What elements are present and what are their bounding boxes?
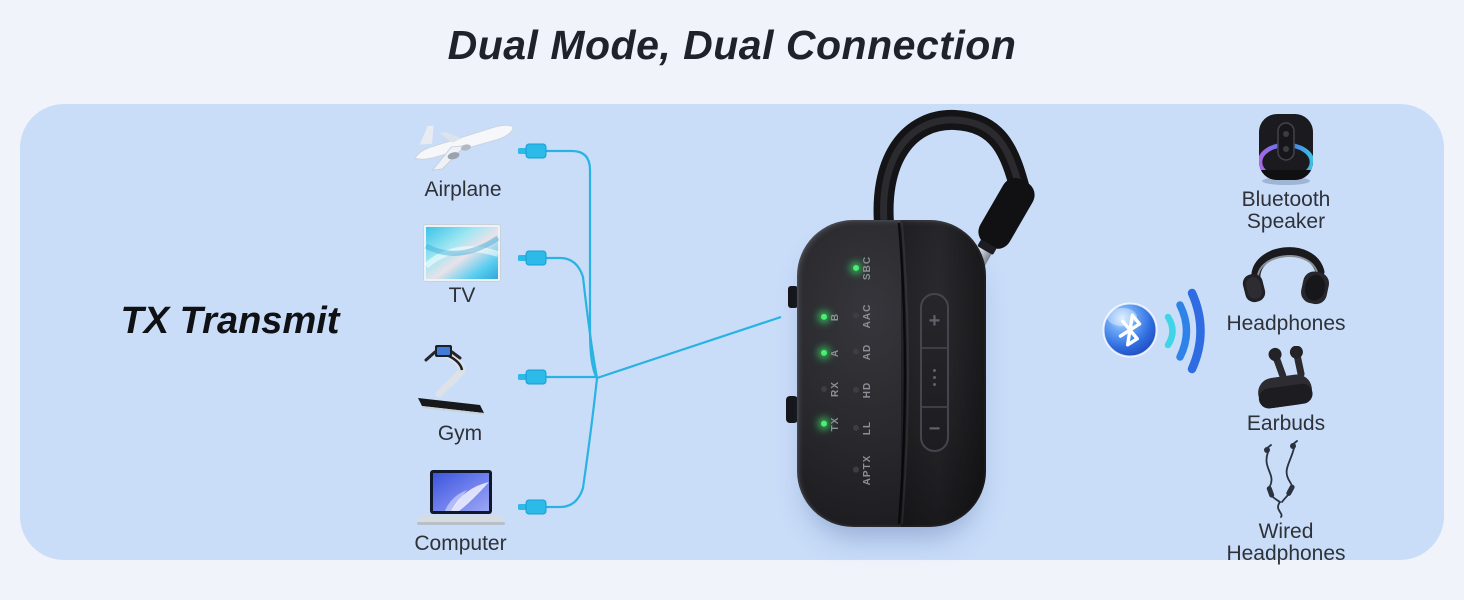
source-label-computer: Computer bbox=[414, 532, 507, 555]
jack-plug-icon-airplane bbox=[518, 143, 547, 159]
wired-headphones-image bbox=[1264, 440, 1298, 518]
bluetooth-transmitter-device: B A RX TX SBC AAC AD HD bbox=[797, 220, 986, 527]
multifunction-button bbox=[922, 347, 947, 408]
jack-plug-icon-computer bbox=[518, 499, 547, 515]
led-channel-b: B bbox=[821, 313, 841, 321]
line-computer-to-hub bbox=[541, 377, 599, 509]
device-aux-port bbox=[786, 396, 798, 423]
sink-earbuds: Earbuds bbox=[1224, 346, 1348, 435]
source-computer: Computer bbox=[393, 468, 528, 555]
led-codec-ad: AD bbox=[853, 344, 873, 360]
sink-headphones: Headphones bbox=[1224, 236, 1348, 335]
tv-image bbox=[423, 224, 501, 282]
bluetooth-rune-icon bbox=[1118, 313, 1142, 347]
tx-transmit-label: TX Transmit bbox=[120, 300, 340, 342]
multifunction-dots-icon bbox=[933, 369, 936, 386]
jack-plug-icon-gym bbox=[518, 369, 547, 385]
sink-label-wired-headphones: Wired Headphones bbox=[1226, 520, 1346, 566]
led-dot bbox=[853, 312, 859, 319]
led-dot bbox=[853, 265, 859, 271]
sink-label-bluetooth-speaker: Bluetooth Speaker bbox=[1241, 188, 1331, 234]
device-side-button bbox=[788, 286, 798, 308]
led-dot bbox=[853, 348, 859, 355]
led-dot bbox=[821, 421, 827, 427]
plus-icon: + bbox=[928, 309, 941, 332]
led-mode-tx: TX bbox=[821, 417, 841, 431]
led-codec-sbc: SBC bbox=[853, 256, 873, 280]
background-panel bbox=[20, 104, 1444, 560]
airplane-image bbox=[413, 124, 514, 171]
volume-up-button: + bbox=[922, 295, 947, 347]
led-dot bbox=[821, 349, 827, 356]
source-tv: TV bbox=[397, 224, 527, 307]
led-dot bbox=[853, 425, 859, 431]
line-tv-to-hub bbox=[541, 256, 599, 379]
led-dot bbox=[853, 386, 859, 393]
device-seam bbox=[897, 222, 909, 525]
led-codec-hd: HD bbox=[853, 382, 873, 398]
signal-waves-icon bbox=[1164, 288, 1205, 374]
led-dot bbox=[853, 466, 859, 473]
led-dot bbox=[821, 386, 827, 392]
sink-label-earbuds: Earbuds bbox=[1246, 412, 1326, 435]
line-hub-to-device bbox=[596, 315, 782, 380]
sink-wired-headphones: Wired Headphones bbox=[1224, 440, 1348, 565]
minus-icon: − bbox=[928, 417, 941, 440]
volume-down-button: − bbox=[922, 408, 947, 450]
computer-image bbox=[416, 470, 505, 525]
led-channel-a: A bbox=[821, 349, 841, 357]
source-label-tv: TV bbox=[448, 284, 476, 307]
volume-button-group: + − bbox=[920, 293, 949, 452]
source-gym: Gym bbox=[395, 342, 525, 445]
led-mode-rx: RX bbox=[821, 381, 841, 397]
cable-wire-highlight bbox=[880, 116, 1025, 238]
headphones-image bbox=[1242, 247, 1330, 305]
led-codec-aptx: APTX bbox=[853, 455, 873, 485]
source-label-gym: Gym bbox=[437, 422, 483, 445]
bluetooth-speaker-image bbox=[1259, 114, 1313, 185]
page-title: Dual Mode, Dual Connection bbox=[447, 22, 1017, 68]
led-codec-aac: AAC bbox=[853, 304, 873, 328]
line-airplane-to-hub bbox=[546, 149, 598, 379]
jack-plug-icon-tv bbox=[518, 250, 547, 266]
led-dot bbox=[821, 313, 827, 320]
sink-label-headphones: Headphones bbox=[1226, 312, 1346, 335]
source-label-airplane: Airplane bbox=[424, 178, 502, 201]
sink-bluetooth-speaker: Bluetooth Speaker bbox=[1224, 110, 1348, 233]
led-codec-ll: LL bbox=[853, 421, 873, 435]
jack-plug-icons bbox=[518, 143, 547, 515]
gym-image bbox=[418, 345, 484, 415]
source-airplane: Airplane bbox=[398, 104, 528, 201]
earbuds-image bbox=[1258, 346, 1313, 409]
